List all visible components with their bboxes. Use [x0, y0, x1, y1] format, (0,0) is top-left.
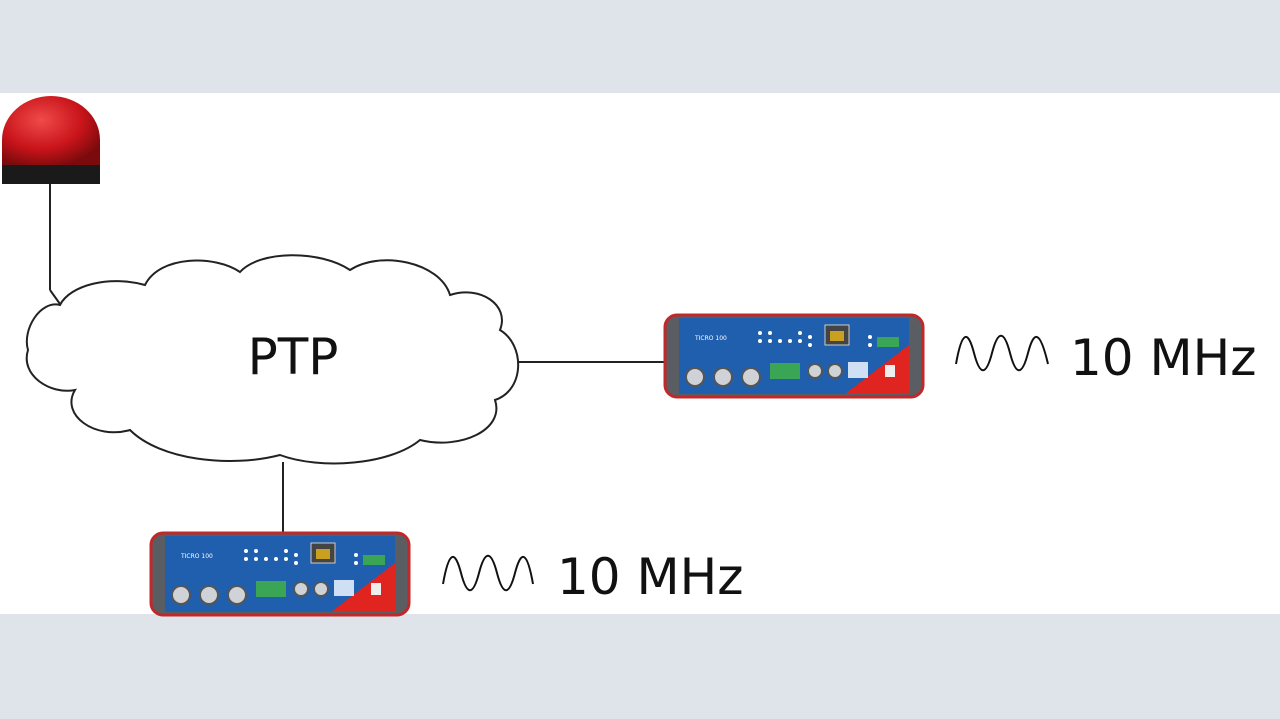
device-model-label: TICRO 100 [694, 335, 727, 342]
ticro-device-1: TICRO 100 [663, 313, 925, 399]
sine-wave-icon [442, 554, 534, 592]
ptp-cloud [25, 254, 520, 465]
gps-antenna-icon [2, 96, 100, 184]
sine-wave-icon [955, 334, 1049, 372]
output-label-2: 10 MHz [557, 548, 744, 606]
antenna-link-end [49, 289, 61, 305]
ptp-label: PTP [248, 328, 339, 386]
device-model-label: TICRO 100 [180, 553, 213, 560]
output-label-1: 10 MHz [1070, 329, 1257, 387]
ticro-device-2: TICRO 100 [149, 531, 411, 617]
